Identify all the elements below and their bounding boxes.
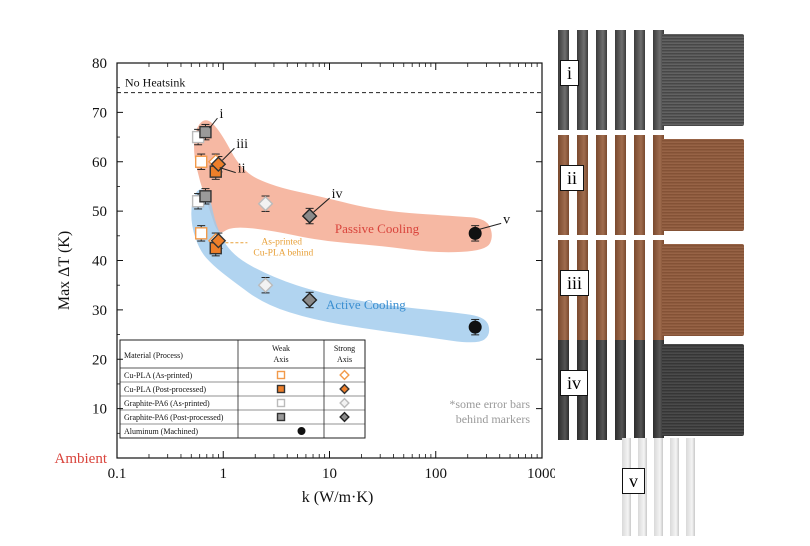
data-point-8-1 [468,320,482,334]
legend-row-label: Graphite-PA6 (Post-processed) [124,413,224,422]
legend-marker [276,412,286,422]
legend-marker [339,369,350,381]
data-point-6-1 [199,190,212,203]
photo-5: v [622,438,698,536]
data-point-3-0 [210,156,227,173]
point-label-v: v [479,212,510,230]
photo-label: v [622,468,645,494]
photo-label: iii [560,270,590,296]
photo-4: iv [558,340,666,440]
y-tick-label: 30 [92,303,107,319]
active-cooling-label: Active Cooling [326,297,406,312]
point-label-ii: ii [219,162,246,177]
y-tick-label: 70 [92,105,107,121]
x-tick-label: 0.1 [108,466,127,482]
y-tick-label: 60 [92,155,107,171]
legend-marker [297,427,306,435]
x-tick-label: 1 [220,466,228,482]
passive-cooling-label: Passive Cooling [335,221,420,236]
photo-label: iv [560,370,589,396]
legend-row-label: Cu-PLA (As-printed) [124,371,193,380]
heatsink-block-image [662,34,744,126]
y-tick-label: 20 [92,352,107,368]
legend-header-strong: Strong [334,344,355,353]
data-point-0-1 [194,227,208,240]
legend-row-label: Aluminum (Machined) [124,427,198,436]
photo-label: i [560,60,580,86]
x-tick-label: 10 [322,466,337,482]
photo-1: i [558,30,666,130]
svg-text:i: i [219,107,223,122]
y-tick-label: 10 [92,402,107,418]
annotation-cu-pla-behind: Cu-PLA behind [253,249,313,259]
y-tick-label: 40 [92,254,107,270]
annotation-error-bars-2: behind markers [456,412,531,426]
no-heatsink-label: No Heatsink [125,76,185,90]
legend-row-label: Cu-PLA (Post-processed) [124,385,206,394]
legend-marker [339,397,350,409]
ambient-label: Ambient [55,451,108,467]
y-axis-label: Max ΔT (K) [56,231,73,310]
annotation-error-bars-1: *some error bars [449,397,530,411]
point-label-iii: iii [222,137,248,161]
legend-marker [276,398,286,408]
x-axis-label: k (W/m·K) [302,489,374,506]
heatsink-block-image [662,139,744,231]
legend-header-strong-axis: Axis [337,355,352,364]
heatsink-block-image [662,244,744,336]
point-label-iv: iv [313,187,343,213]
svg-text:ii: ii [238,162,246,177]
svg-text:iii: iii [236,137,248,152]
x-tick-label: 100 [425,466,448,482]
svg-text:v: v [503,212,510,227]
legend-marker [339,383,350,395]
legend-header-weak: Weak [272,344,290,353]
y-tick-label: 80 [92,56,107,72]
data-point-0-0 [194,155,208,168]
photo-2: ii [558,135,666,235]
data-point-5-0 [257,195,274,212]
photo-3: iii [558,240,666,340]
data-point-7-0 [301,208,318,224]
photo-label: ii [560,165,585,191]
x-tick-label: 1000 [527,466,555,482]
legend-header-weak-axis: Axis [273,355,288,364]
point-label-i: i [209,107,223,129]
legend-marker [276,370,286,380]
y-tick-label: 50 [92,204,107,220]
data-point-7-1 [301,292,318,308]
legend-row-label: Graphite-PA6 (As-printed) [124,399,210,408]
legend-marker [276,384,286,394]
legend-marker [339,411,350,423]
data-point-8-0 [468,226,482,240]
legend-header-material: Material (Process) [124,351,183,360]
svg-text:iv: iv [332,187,343,202]
annotation-as-printed: As-printed [261,238,302,248]
data-point-5-1 [257,277,274,293]
active-cooling-region [191,189,490,343]
data-point-3-1 [210,232,227,249]
passive-cooling-region [194,120,492,253]
heatsink-block-image [662,344,744,436]
data-point-6-0 [199,125,212,139]
